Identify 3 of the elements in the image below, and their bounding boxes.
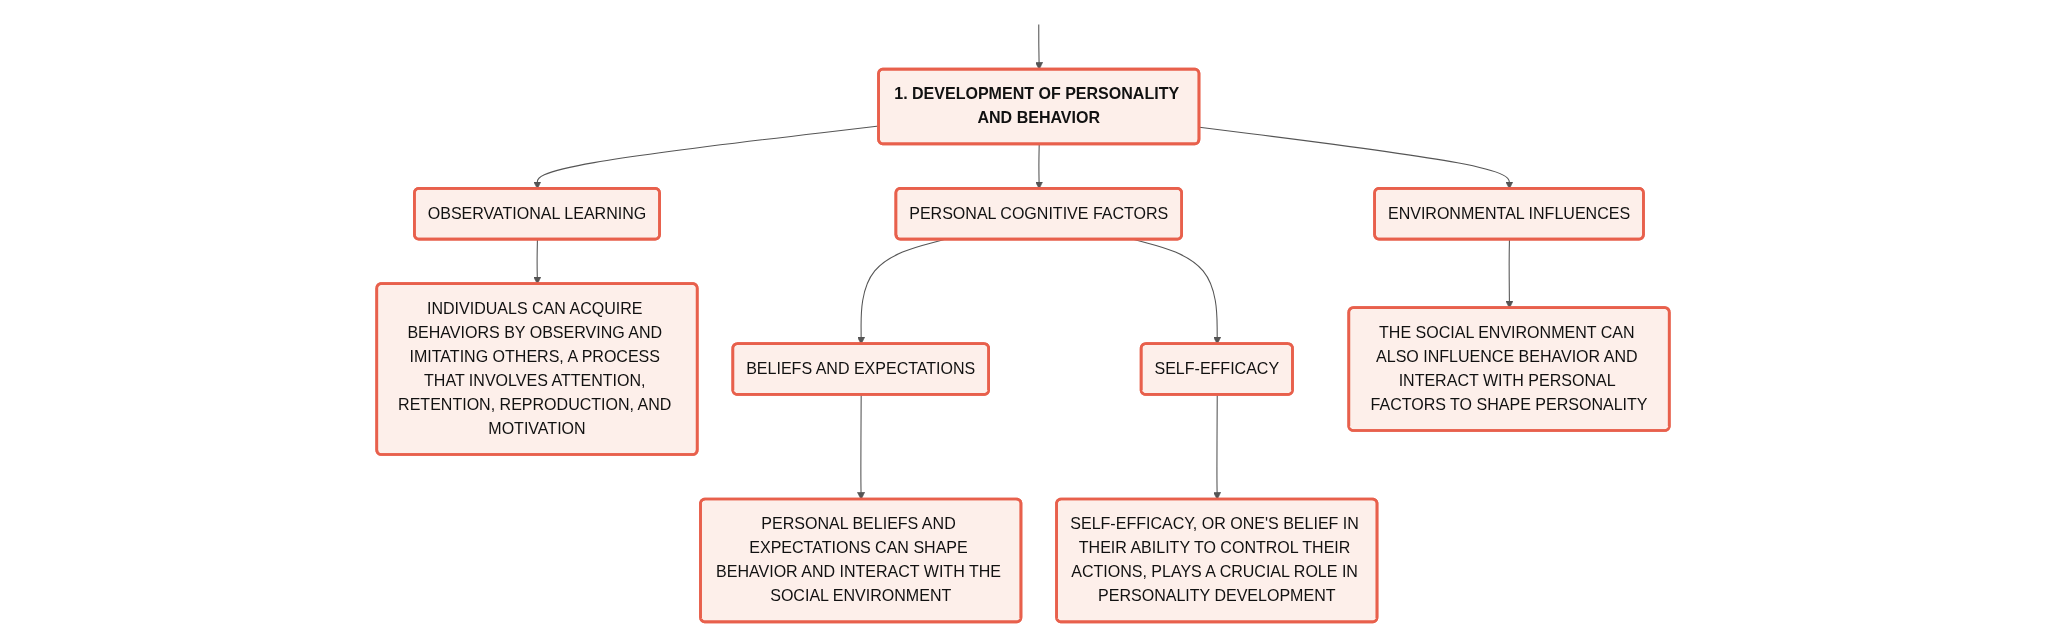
arrow bbox=[857, 394, 865, 500]
arrow bbox=[1213, 394, 1221, 500]
arrow bbox=[1035, 24, 1043, 70]
